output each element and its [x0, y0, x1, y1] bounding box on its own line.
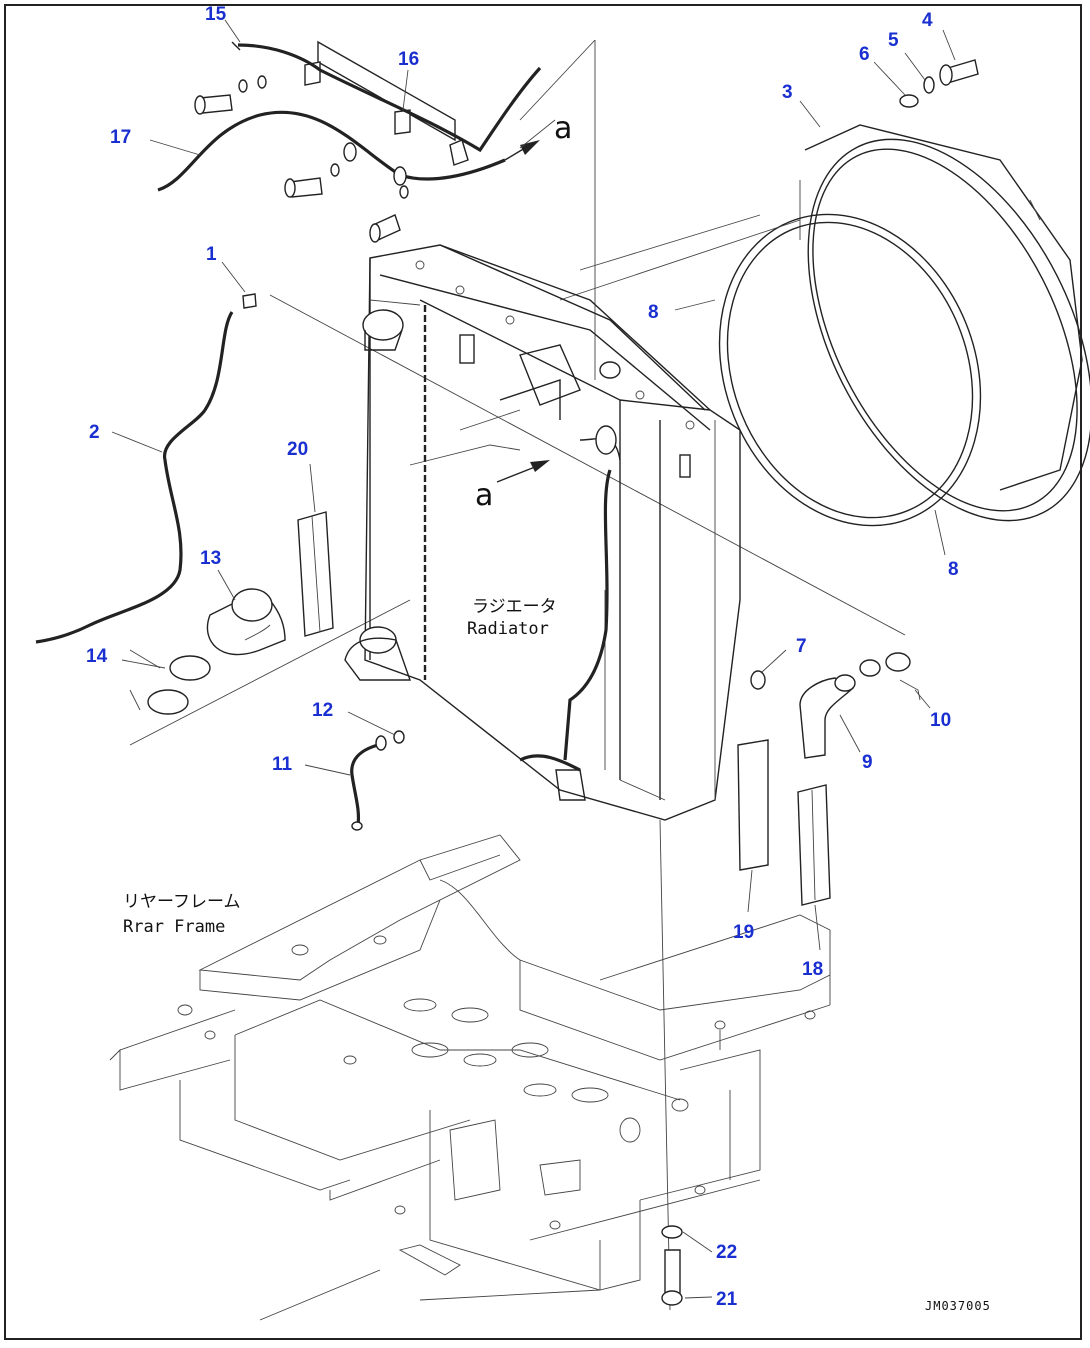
- callout-13: 13: [200, 548, 221, 569]
- radiator-label-jp: ラジエータ: [472, 597, 557, 617]
- callout-2: 2: [89, 422, 100, 443]
- fan-shroud-drawing: [799, 124, 1090, 522]
- callout-3: 3: [782, 82, 793, 103]
- callout-5: 5: [888, 30, 899, 51]
- reference-arrow-a: [496, 460, 550, 483]
- hose-clamps-drawing: [129, 649, 211, 715]
- clamps-10-drawing: [859, 652, 921, 701]
- frame-label-en: Rrar Frame: [123, 917, 225, 937]
- callout-leaders: [111, 19, 956, 1299]
- callout-19: 19: [733, 922, 754, 943]
- callout-17: 17: [110, 127, 131, 148]
- callout-4: 4: [922, 10, 933, 31]
- breather-hose-drawing: [35, 293, 257, 644]
- drawing-code: JM037005: [925, 1299, 991, 1313]
- pad-20-drawing: [297, 511, 334, 637]
- bolt-21-drawing: [661, 1249, 683, 1306]
- callout-8-lower: 8: [948, 559, 959, 580]
- assembly-leader-lines: [129, 39, 906, 1311]
- callout-8-upper: 8: [648, 302, 659, 323]
- callout-15: 15: [205, 4, 227, 25]
- callout-21: 21: [716, 1289, 738, 1310]
- radiator-drawing: [344, 244, 741, 821]
- drain-hose-drawing: [350, 735, 387, 831]
- callout-16: 16: [398, 49, 419, 70]
- callout-7: 7: [796, 636, 807, 657]
- reference-a-top: a: [554, 111, 572, 146]
- pad-18-drawing: [797, 784, 831, 906]
- rear-frame-drawing: [109, 834, 831, 1321]
- callout-6: 6: [859, 44, 870, 65]
- reference-a-mid: a: [475, 478, 493, 513]
- bolt-washer-set-drawing: [899, 59, 979, 108]
- cable-15-drawing: [231, 41, 542, 153]
- callout-14: 14: [86, 646, 108, 667]
- callout-22: 22: [716, 1242, 737, 1263]
- callout-11: 11: [272, 754, 293, 775]
- callout-numbers: 1 2 3 4 5 6 7 8 8 9 10 11 12 13 14 15 16…: [86, 4, 959, 1310]
- washer-22-drawing: [661, 1225, 683, 1239]
- callout-1: 1: [206, 244, 217, 265]
- callout-20: 20: [287, 439, 308, 460]
- bolts-top-drawing: [194, 75, 409, 243]
- pad-19-drawing: [737, 739, 769, 871]
- callout-12: 12: [312, 700, 333, 721]
- shroud-seal-drawing: [718, 213, 982, 527]
- callout-18: 18: [802, 959, 823, 980]
- drawing-border: [4, 4, 1082, 1340]
- drain-plug-drawing: [393, 730, 405, 744]
- frame-label-jp: リヤーフレーム: [123, 892, 240, 912]
- callout-9: 9: [862, 752, 873, 773]
- upper-hose-drawing: [206, 588, 286, 656]
- plug-7-drawing: [750, 670, 766, 690]
- hose-9-drawing: [799, 674, 856, 759]
- radiator-label-en: Radiator: [467, 619, 549, 639]
- callout-10: 10: [930, 710, 951, 731]
